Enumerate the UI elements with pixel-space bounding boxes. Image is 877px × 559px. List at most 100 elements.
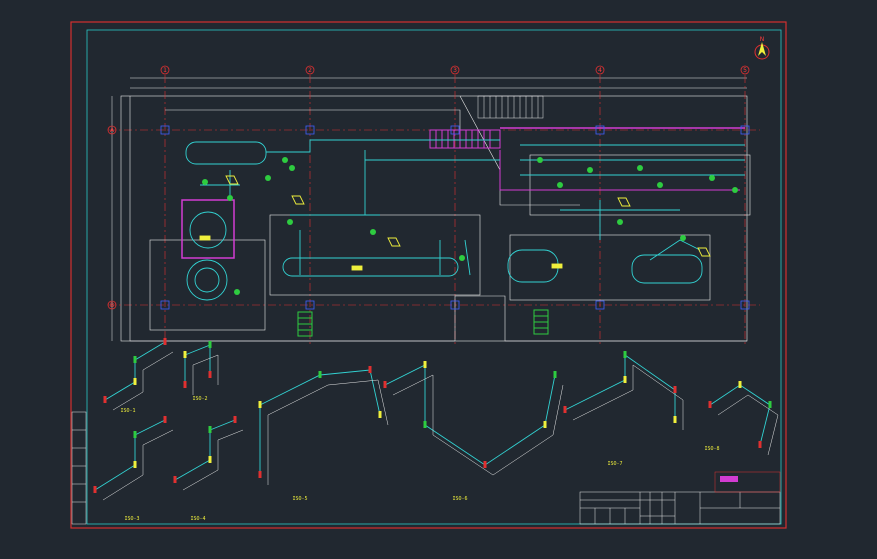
iso-fitting-tag	[258, 471, 262, 478]
column-marker	[740, 300, 750, 310]
column-marker	[160, 300, 170, 310]
iso-view-label: ISO-3	[124, 516, 139, 522]
iso-fitting-tag	[133, 461, 137, 468]
iso-dimension-run	[112, 351, 174, 411]
platform-magenta	[181, 127, 745, 259]
iso-fitting-tag	[208, 371, 212, 378]
axis-col-bubble	[450, 65, 460, 75]
iso-fitting-tag	[543, 421, 547, 428]
column-marker	[595, 300, 605, 310]
iso-fitting-tag	[768, 401, 772, 408]
iso-dimension-run	[717, 394, 779, 456]
axis-row-bubble	[107, 125, 117, 135]
iso-fitting-tag	[173, 476, 177, 483]
iso-fitting-tag	[623, 376, 627, 383]
column-marker	[160, 125, 170, 135]
iso-fitting-tag	[623, 351, 627, 358]
axis-col-bubble	[305, 65, 315, 75]
iso-view-label: ISO-8	[704, 446, 719, 452]
axis-row-lines	[108, 129, 760, 306]
column-marker	[595, 125, 605, 135]
yellow-markers	[199, 175, 711, 271]
iso-fitting-tag	[258, 401, 262, 408]
plan-view	[108, 75, 760, 345]
iso-fitting-tag	[563, 406, 567, 413]
iso-pipe-run	[184, 344, 211, 385]
axis-col-label: 5	[743, 67, 747, 74]
iso-fitting-tag	[183, 351, 187, 358]
iso-fitting-tag	[378, 411, 382, 418]
iso-fitting-tag	[368, 366, 372, 373]
axis-col-label: 2	[308, 67, 312, 74]
axis-col-bubble	[595, 65, 605, 75]
title-block	[579, 471, 781, 525]
iso-fitting-tag	[423, 361, 427, 368]
iso-fitting-tag	[208, 456, 212, 463]
iso-pipe-run	[564, 354, 676, 420]
iso-fitting-tag	[758, 441, 762, 448]
axis-col-bubble	[740, 65, 750, 75]
axis-col-label: 1	[163, 67, 167, 74]
iso-fitting-tag	[208, 341, 212, 348]
iso-view-label: ISO-1	[120, 408, 135, 414]
column-marker	[305, 125, 315, 135]
iso-fitting-tag	[553, 371, 557, 378]
iso-fitting-tag	[673, 386, 677, 393]
iso-fitting-tag	[103, 396, 107, 403]
axis-bubbles: 1 2 3 4 5A B	[107, 65, 750, 310]
iso-pipe-run	[709, 384, 771, 446]
iso-view-label: ISO-5	[292, 496, 307, 502]
axis-col-bubble	[160, 65, 170, 75]
iso-dimension-run	[392, 374, 564, 476]
column-marker	[450, 125, 460, 135]
iso-dimension-run	[572, 364, 684, 430]
axis-col-label: 3	[453, 67, 457, 74]
iso-dimension-run	[182, 429, 244, 491]
north-arrow-icon: N	[754, 36, 770, 60]
iso-fitting-tag	[183, 381, 187, 388]
iso-fitting-tag	[93, 486, 97, 493]
building-outline	[129, 95, 751, 342]
iso-fitting-tag	[738, 381, 742, 388]
axis-row-label: B	[110, 302, 114, 309]
iso-dimension-run	[192, 354, 219, 395]
column-marker	[305, 300, 315, 310]
outer-border	[70, 21, 787, 529]
iso-fitting-tag	[163, 416, 167, 423]
spring-supports	[297, 309, 549, 337]
axis-row-label: A	[110, 127, 115, 134]
iso-dimension-run	[102, 429, 174, 501]
iso-view-label: ISO-4	[190, 516, 205, 522]
iso-fitting-tag	[423, 421, 427, 428]
axis-col-label: 4	[598, 67, 602, 74]
iso-pipe-run	[174, 419, 236, 481]
plan-dimension-frame	[120, 95, 748, 342]
iso-view-label: ISO-6	[452, 496, 467, 502]
iso-fitting-tag	[233, 416, 237, 423]
piping-cyan	[185, 139, 745, 301]
iso-view-label: ISO-2	[192, 396, 207, 402]
iso-pipe-run	[259, 369, 381, 475]
iso-fitting-tag	[673, 416, 677, 423]
iso-fitting-tag	[163, 338, 167, 345]
iso-fitting-tag	[383, 381, 387, 388]
revision-strip	[71, 411, 87, 525]
iso-fitting-tag	[708, 401, 712, 408]
north-label: N	[760, 36, 765, 43]
iso-fitting-tag	[208, 426, 212, 433]
iso-fitting-tag	[133, 378, 137, 385]
column-marker	[450, 300, 460, 310]
iso-pipe-run	[384, 364, 556, 466]
stair-hatch	[477, 95, 544, 119]
iso-view-label: ISO-7	[607, 461, 622, 467]
iso-fitting-tag	[483, 461, 487, 468]
valves-green	[202, 157, 738, 295]
column-marker	[740, 125, 750, 135]
iso-pipe-run	[104, 341, 166, 401]
iso-pipe-run	[94, 419, 166, 491]
iso-fitting-tag	[133, 356, 137, 363]
iso-fitting-tag	[318, 371, 322, 378]
inner-border	[86, 29, 782, 525]
